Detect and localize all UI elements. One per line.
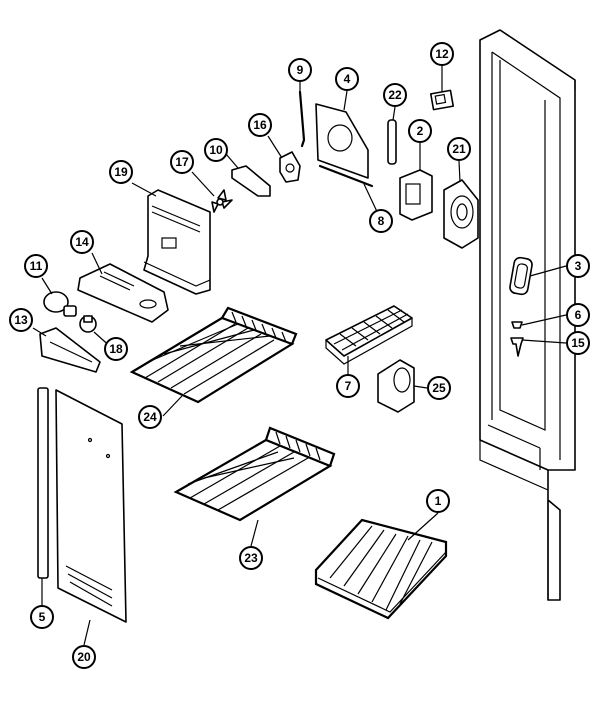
svg-text:15: 15	[571, 336, 585, 350]
svg-text:1: 1	[435, 494, 442, 508]
callout-9: 9	[288, 58, 312, 82]
svg-text:19: 19	[114, 165, 128, 179]
svg-text:5: 5	[39, 610, 46, 624]
freezer-door-liner	[479, 29, 576, 601]
svg-text:2: 2	[417, 124, 424, 138]
rod-22	[387, 119, 397, 165]
callout-19: 19	[109, 160, 133, 184]
callout-12: 12	[430, 42, 454, 66]
callout-22: 22	[383, 83, 407, 107]
wire-basket	[314, 518, 448, 620]
callout-23: 23	[239, 546, 263, 570]
svg-text:9: 9	[297, 63, 304, 77]
light-housing	[77, 263, 169, 323]
callout-4: 4	[335, 67, 359, 91]
callout-17: 17	[170, 150, 194, 174]
callout-10: 10	[204, 138, 228, 162]
tube-9	[298, 90, 306, 148]
callout-5: 5	[30, 605, 54, 629]
callout-21: 21	[447, 137, 471, 161]
callout-2: 2	[408, 119, 432, 143]
fan-shroud	[443, 179, 479, 249]
svg-text:7: 7	[345, 379, 352, 393]
svg-text:20: 20	[77, 650, 91, 664]
trim-strip	[37, 387, 49, 579]
callout-15: 15	[566, 331, 590, 355]
callout-13: 13	[9, 308, 33, 332]
light-switch	[429, 89, 455, 111]
ice-bucket	[377, 359, 415, 413]
svg-text:8: 8	[378, 214, 385, 228]
fan-blade	[211, 189, 233, 213]
svg-text:11: 11	[30, 259, 43, 273]
callout-8: 8	[369, 209, 393, 233]
bracket	[399, 169, 433, 221]
fan-motor-bracket	[315, 103, 374, 188]
bracket-10	[231, 165, 271, 197]
lamp-socket	[79, 315, 97, 333]
callout-11: 11	[24, 254, 48, 278]
callout-14: 14	[70, 230, 94, 254]
door-handle-mount	[509, 256, 533, 296]
svg-text:13: 13	[14, 313, 28, 327]
svg-text:25: 25	[432, 381, 446, 395]
svg-text:23: 23	[244, 551, 258, 565]
svg-text:3: 3	[575, 259, 582, 273]
svg-text:21: 21	[452, 142, 466, 156]
callout-20: 20	[72, 645, 96, 669]
rear-panel	[55, 389, 127, 623]
callout-1: 1	[426, 489, 450, 513]
light-cover	[39, 327, 101, 373]
callout-3: 3	[566, 254, 590, 278]
svg-text:16: 16	[253, 118, 267, 132]
svg-text:6: 6	[575, 308, 582, 322]
svg-text:17: 17	[175, 155, 189, 169]
callout-18-socket: 18	[104, 337, 128, 361]
ice-cube-tray	[325, 305, 413, 365]
screw-15	[510, 337, 524, 357]
svg-text:12: 12	[435, 47, 449, 61]
wire-shelf-upper	[129, 306, 298, 404]
air-duct	[143, 189, 211, 295]
screw-6	[511, 321, 523, 329]
svg-text:24: 24	[143, 410, 157, 424]
svg-text:22: 22	[388, 88, 402, 102]
svg-text:18: 18	[109, 342, 123, 356]
callout-6: 6	[566, 303, 590, 327]
light-bulb	[43, 291, 77, 317]
callout-25: 25	[427, 376, 451, 400]
svg-text:4: 4	[344, 72, 351, 86]
callout-16: 16	[248, 113, 272, 137]
leader-lines	[32, 66, 567, 646]
svg-text:10: 10	[209, 143, 223, 157]
callout-7: 7	[336, 374, 360, 398]
svg-text:14: 14	[75, 235, 89, 249]
thermostat	[279, 151, 301, 183]
callout-24: 24	[138, 405, 162, 429]
wire-shelf-lower	[173, 426, 336, 522]
